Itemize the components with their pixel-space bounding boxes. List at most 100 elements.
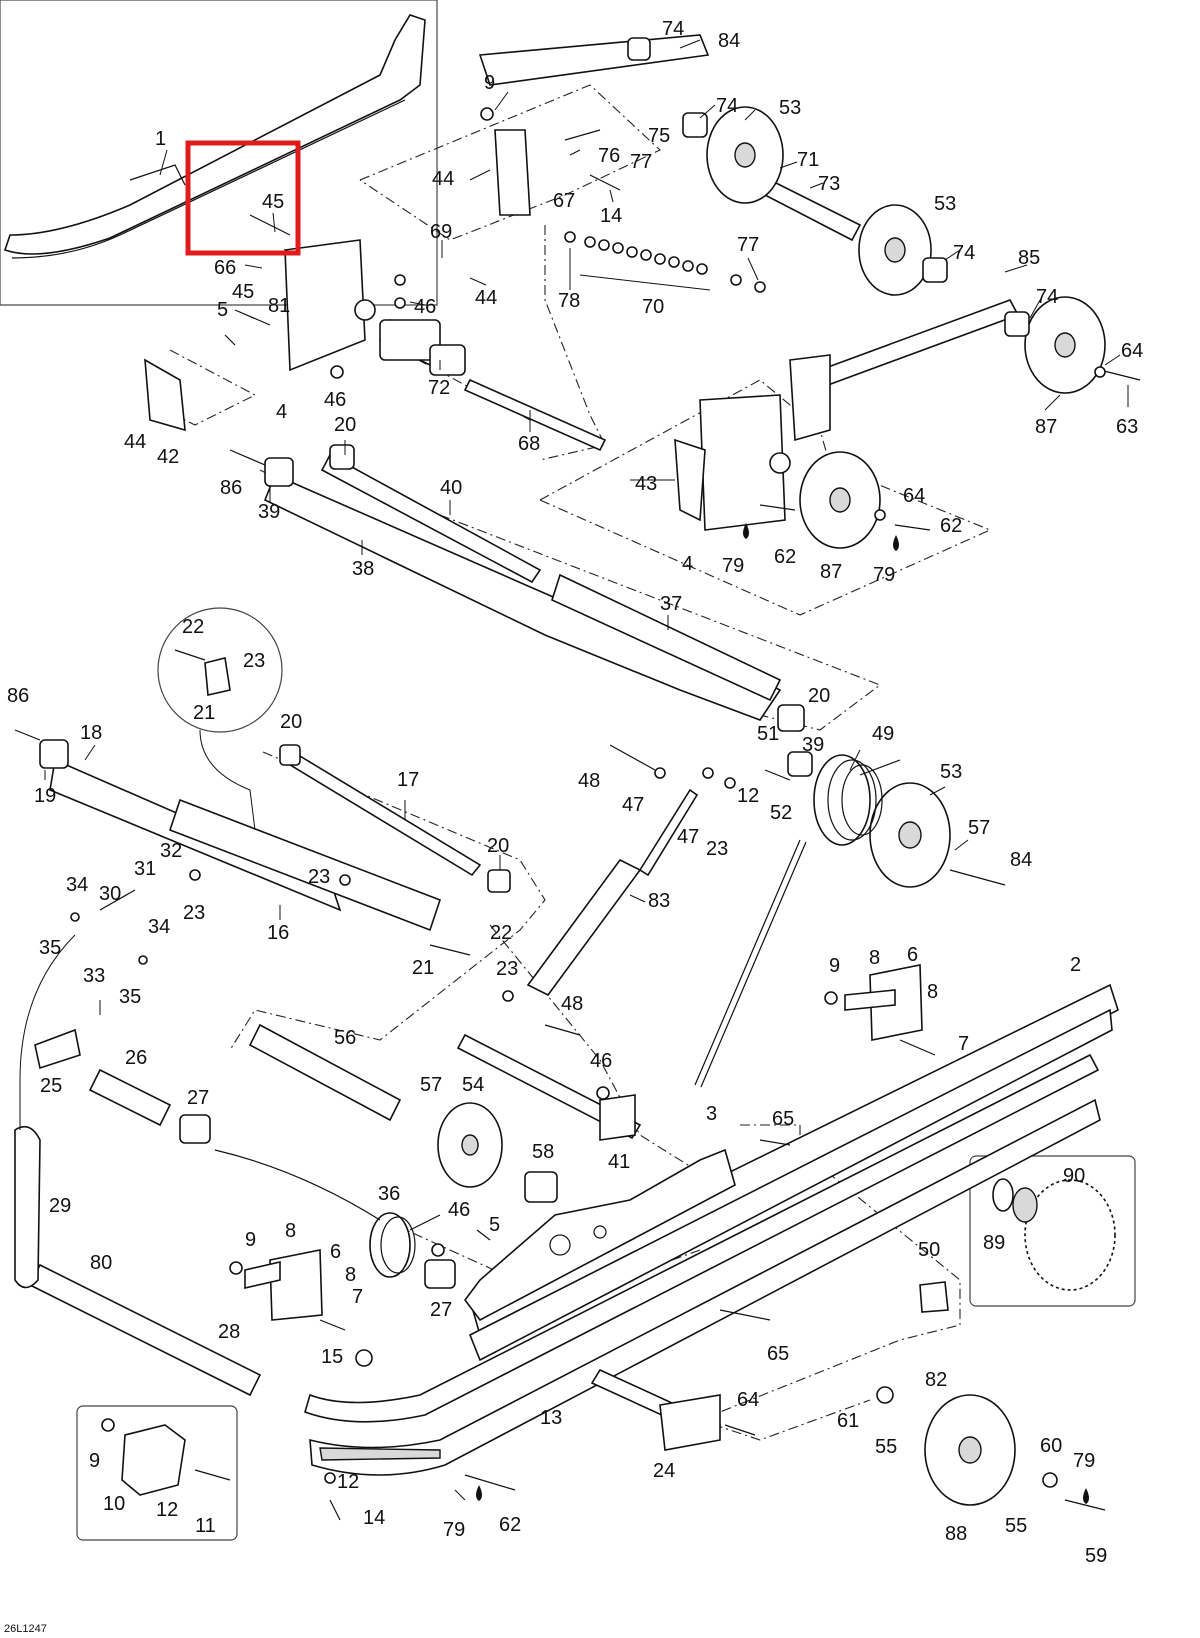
top-left-rail — [3, 14, 426, 259]
label-5: 5 — [489, 1214, 500, 1236]
label-37: 37 — [660, 593, 682, 615]
label-86: 86 — [220, 477, 242, 499]
label-39: 39 — [258, 501, 280, 523]
lubricant-drop-icon — [1083, 1488, 1089, 1504]
label-65: 65 — [767, 1343, 789, 1365]
label-64: 64 — [903, 485, 925, 507]
label-5: 5 — [217, 299, 228, 321]
label-49: 49 — [872, 723, 894, 745]
label-46: 46 — [324, 389, 346, 411]
label-77: 77 — [737, 234, 759, 256]
label-9: 9 — [484, 72, 495, 94]
label-2: 2 — [1070, 954, 1081, 976]
label-8: 8 — [927, 981, 938, 1003]
label-26: 26 — [125, 1047, 147, 1069]
label-10: 10 — [103, 1493, 125, 1515]
label-60: 60 — [1040, 1435, 1062, 1457]
label-84: 84 — [1010, 849, 1032, 871]
label-53: 53 — [779, 97, 801, 119]
label-45: 45 — [232, 281, 254, 303]
label-20: 20 — [808, 685, 830, 707]
label-69: 69 — [430, 221, 452, 243]
label-77: 77 — [630, 151, 652, 173]
label-50: 50 — [918, 1239, 940, 1261]
label-34: 34 — [66, 874, 88, 896]
label-70: 70 — [642, 296, 664, 318]
label-68: 68 — [518, 433, 540, 455]
label-23: 23 — [183, 902, 205, 924]
label-53: 53 — [940, 761, 962, 783]
label-7: 7 — [352, 1286, 363, 1308]
label-82: 82 — [925, 1369, 947, 1391]
shafts — [28, 34, 1020, 1440]
label-64: 64 — [1121, 340, 1143, 362]
label-86: 86 — [7, 685, 29, 707]
label-79: 79 — [443, 1519, 465, 1541]
label-3: 3 — [706, 1103, 717, 1125]
label-61: 61 — [837, 1410, 859, 1432]
label-85: 85 — [1018, 247, 1040, 269]
label-29: 29 — [49, 1195, 71, 1217]
spring-36 — [214, 1149, 441, 1278]
part-labels: 1 45 66 81 45 5 4 46 44 42 9 44 74 84 74… — [7, 18, 1143, 1567]
label-4: 4 — [682, 553, 693, 575]
label-8: 8 — [285, 1220, 296, 1242]
label-62: 62 — [499, 1514, 521, 1536]
label-23: 23 — [308, 866, 330, 888]
label-55: 55 — [1005, 1515, 1027, 1537]
label-9: 9 — [245, 1229, 256, 1251]
label-12: 12 — [737, 785, 759, 807]
label-20: 20 — [334, 414, 356, 436]
label-7: 7 — [958, 1033, 969, 1055]
bolts-fasteners — [14, 107, 1141, 1521]
label-39: 39 — [802, 734, 824, 756]
label-35: 35 — [119, 986, 141, 1008]
label-24: 24 — [653, 1460, 675, 1482]
label-59: 59 — [1085, 1545, 1107, 1567]
label-71: 71 — [797, 149, 819, 171]
label-83: 83 — [648, 890, 670, 912]
label-13: 13 — [540, 1407, 562, 1429]
label-80: 80 — [90, 1252, 112, 1274]
label-33: 33 — [83, 965, 105, 987]
label-74: 74 — [953, 242, 975, 264]
label-43: 43 — [635, 473, 657, 495]
label-27: 27 — [187, 1087, 209, 1109]
label-31: 31 — [134, 858, 156, 880]
label-88: 88 — [945, 1523, 967, 1545]
bearing-inset-parts — [992, 1178, 1038, 1223]
label-64: 64 — [737, 1389, 759, 1411]
label-17: 17 — [397, 769, 419, 791]
label-32: 32 — [160, 840, 182, 862]
lubricant-drop-icon — [893, 535, 899, 551]
label-6: 6 — [907, 944, 918, 966]
leader-lines — [44, 39, 1129, 1015]
label-12: 12 — [156, 1499, 178, 1521]
label-23: 23 — [706, 838, 728, 860]
label-20: 20 — [280, 711, 302, 733]
label-48: 48 — [561, 993, 583, 1015]
label-74: 74 — [662, 18, 684, 40]
label-66: 66 — [214, 257, 236, 279]
label-47: 47 — [677, 826, 699, 848]
label-1: 1 — [155, 128, 166, 150]
label-23: 23 — [496, 958, 518, 980]
label-46: 46 — [414, 296, 436, 318]
label-9: 9 — [829, 955, 840, 977]
spring-49 — [813, 754, 901, 846]
label-58: 58 — [532, 1141, 554, 1163]
label-73: 73 — [818, 173, 840, 195]
label-74: 74 — [716, 95, 738, 117]
drawing-reference: 26L1247 — [4, 1623, 47, 1635]
label-51: 51 — [757, 723, 779, 745]
label-67: 67 — [553, 190, 575, 212]
label-54: 54 — [462, 1074, 484, 1096]
label-40: 40 — [440, 477, 462, 499]
label-16: 16 — [267, 922, 289, 944]
label-14: 14 — [600, 205, 622, 227]
label-44: 44 — [124, 431, 146, 453]
label-20: 20 — [487, 835, 509, 857]
label-28: 28 — [218, 1321, 240, 1343]
label-45: 45 — [262, 191, 284, 213]
